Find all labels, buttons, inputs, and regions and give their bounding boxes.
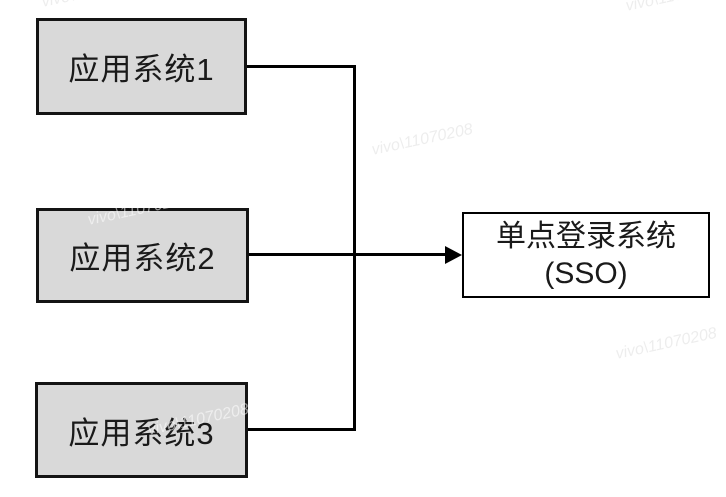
- watermark-text: vivo\11070208: [624, 0, 726, 16]
- node-app-system-3: 应用系统3: [35, 382, 248, 478]
- connector-app2-to-sso: [249, 253, 448, 256]
- node-app-system-2: 应用系统2: [36, 208, 249, 303]
- watermark-text: vivo\11070208: [614, 324, 719, 363]
- watermark-text: vivo\11070208: [40, 0, 144, 12]
- connector-app3-to-trunk: [248, 428, 356, 431]
- node-app-system-1: 应用系统1: [36, 18, 247, 115]
- node-app-system-3-label: 应用系统3: [68, 415, 215, 451]
- connector-trunk-vertical: [353, 65, 356, 431]
- node-app-system-1-label: 应用系统1: [68, 52, 215, 87]
- connector-app1-to-trunk: [247, 65, 356, 68]
- node-sso-label-line1: 单点登录系统: [496, 219, 676, 253]
- node-sso-label-line2: (SSO): [544, 257, 628, 290]
- node-sso-system: 单点登录系统 (SSO): [462, 212, 710, 298]
- watermark-text: vivo\11070208: [370, 120, 475, 159]
- node-app-system-2-label: 应用系统2: [69, 241, 216, 276]
- arrowhead-icon: [445, 246, 462, 264]
